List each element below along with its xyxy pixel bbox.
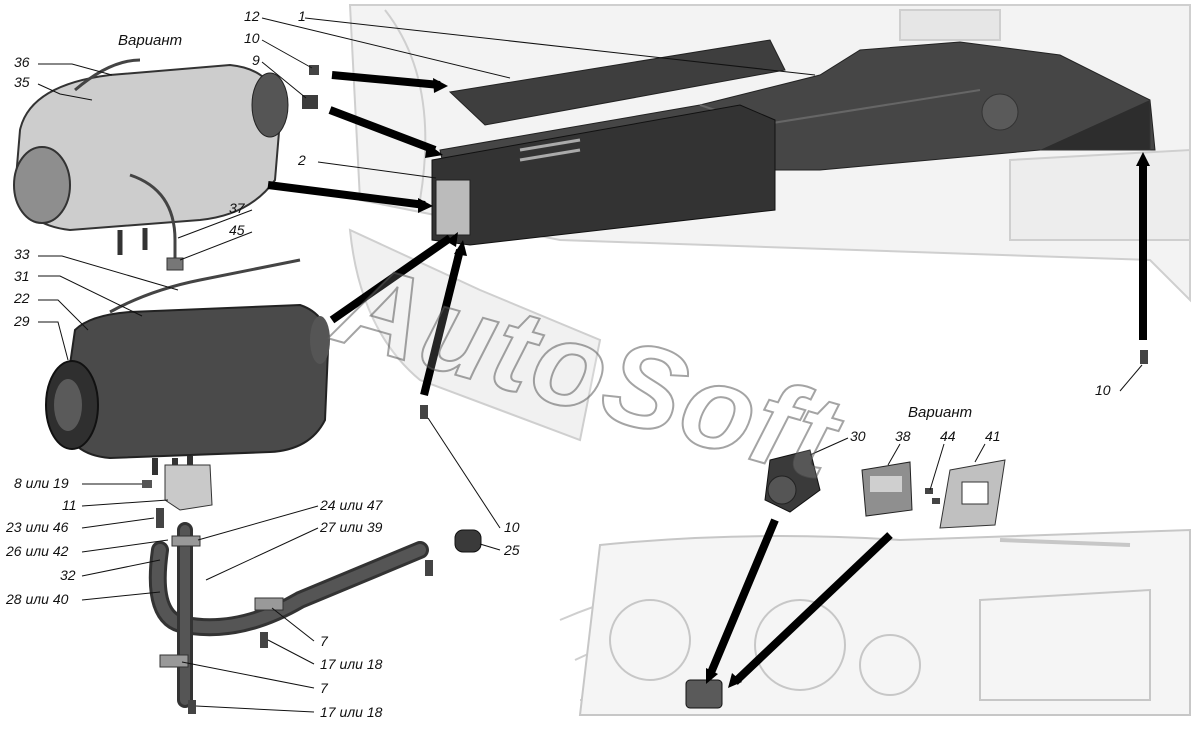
label-32: 32 bbox=[60, 567, 76, 583]
clamp bbox=[159, 654, 189, 668]
label-28-or-40: 28 или 40 bbox=[6, 591, 69, 607]
label-35: 35 bbox=[14, 74, 30, 90]
label-33: 33 bbox=[14, 246, 30, 262]
label-10-top: 10 bbox=[244, 30, 260, 46]
label-36: 36 bbox=[14, 54, 30, 70]
direction-arrows bbox=[267, 71, 1147, 685]
label-9: 9 bbox=[252, 52, 260, 68]
label-17-or-18-lower: 17 или 18 bbox=[320, 704, 383, 720]
label-25: 25 bbox=[504, 542, 520, 558]
bolt bbox=[156, 508, 164, 528]
bolt bbox=[425, 560, 433, 576]
dash-mounted-unit bbox=[685, 679, 723, 709]
bolt bbox=[260, 632, 268, 648]
label-11: 11 bbox=[62, 497, 77, 513]
heater-main bbox=[45, 258, 330, 475]
screw bbox=[309, 65, 319, 75]
label-45: 45 bbox=[229, 222, 245, 238]
label-26-or-42: 26 или 42 bbox=[6, 543, 69, 559]
control-panel-30 bbox=[764, 449, 821, 513]
variant-heading-left: Вариант bbox=[118, 32, 183, 49]
heater-variant-upper bbox=[13, 58, 289, 271]
arrowheads bbox=[418, 78, 1150, 688]
label-37: 37 bbox=[229, 200, 245, 216]
label-10-mid: 10 bbox=[504, 519, 520, 535]
leader-lines bbox=[37, 17, 1143, 713]
bolt bbox=[142, 480, 152, 488]
screw bbox=[932, 498, 940, 504]
label-24-or-47: 24 или 47 bbox=[320, 497, 383, 513]
label-22: 22 bbox=[14, 290, 30, 306]
bolt bbox=[188, 700, 196, 714]
label-10-right: 10 bbox=[1095, 382, 1111, 398]
heater-core-unit bbox=[431, 104, 776, 246]
screw bbox=[1140, 350, 1148, 364]
clip bbox=[302, 95, 318, 109]
label-44: 44 bbox=[940, 428, 956, 444]
label-1: 1 bbox=[298, 8, 306, 24]
label-23-or-46: 23 или 46 bbox=[6, 519, 69, 535]
label-12: 12 bbox=[244, 8, 260, 24]
label-38: 38 bbox=[895, 428, 911, 444]
frame-41 bbox=[939, 459, 1006, 529]
timer-38 bbox=[861, 461, 913, 517]
clamp bbox=[254, 597, 284, 611]
label-30: 30 bbox=[850, 428, 866, 444]
label-17-or-18-upper: 17 или 18 bbox=[320, 656, 383, 672]
bracket bbox=[164, 464, 213, 511]
dashboard-outline bbox=[578, 528, 1191, 716]
label-41: 41 bbox=[985, 428, 1001, 444]
screw bbox=[420, 405, 428, 419]
connector-25 bbox=[454, 529, 482, 553]
screw bbox=[925, 488, 933, 494]
clamp bbox=[171, 535, 201, 547]
label-27-or-39: 27 или 39 bbox=[320, 519, 383, 535]
label-7-upper: 7 bbox=[320, 633, 328, 649]
label-31: 31 bbox=[14, 268, 30, 284]
label-8-or-19: 8 или 19 bbox=[14, 475, 69, 491]
label-7-lower: 7 bbox=[320, 680, 328, 696]
label-29: 29 bbox=[14, 313, 30, 329]
coolant-hoses bbox=[148, 522, 429, 708]
variant-heading-right: Вариант bbox=[908, 404, 973, 421]
cover-plate bbox=[448, 39, 786, 126]
label-2: 2 bbox=[298, 152, 306, 168]
